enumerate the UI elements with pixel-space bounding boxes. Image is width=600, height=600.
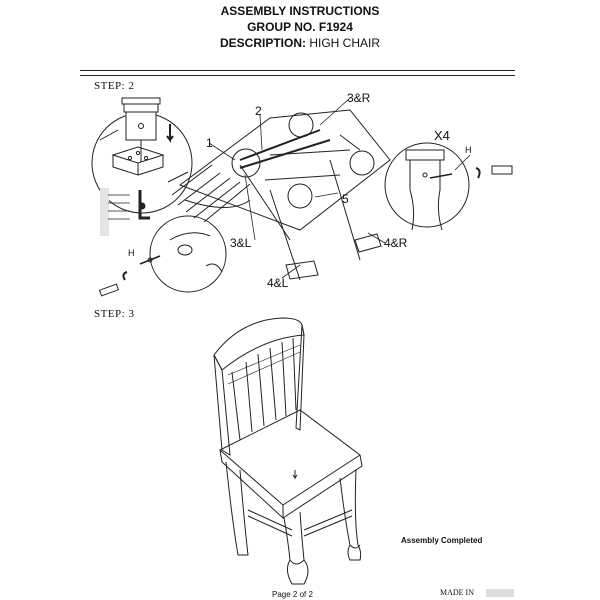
leg-detail-circle	[384, 142, 470, 231]
bracket-detail-circle	[91, 97, 193, 214]
hardware-label-h-left: H	[128, 248, 135, 258]
description-line: DESCRIPTION: HIGH CHAIR	[0, 36, 600, 51]
callout-part-3r: 3&R	[347, 91, 371, 105]
description-value: HIGH CHAIR	[309, 36, 381, 50]
hardware-stack	[100, 188, 150, 236]
redacted-country	[486, 589, 514, 597]
step-3-label: STEP: 3	[94, 308, 135, 320]
page-number: Page 2 of 2	[272, 590, 313, 599]
chair-frame	[171, 109, 391, 281]
callout-part-1: 1	[206, 136, 213, 150]
header-rule-top	[80, 70, 515, 71]
callout-part-2: 2	[255, 104, 262, 118]
assembly-completed-caption: Assembly Completed	[401, 536, 483, 545]
document-title: ASSEMBLY INSTRUCTIONS	[220, 4, 380, 18]
bolt-right	[475, 165, 513, 179]
callout-part-4l: 4&L	[267, 276, 289, 290]
callout-part-5: 5	[342, 192, 349, 206]
group-number: GROUP NO. F1924	[247, 20, 353, 34]
bolt-left	[98, 255, 161, 297]
quantity-x4: X4	[434, 128, 450, 143]
step-2-label: STEP: 2	[94, 80, 135, 92]
header-rule-bottom	[80, 75, 515, 76]
callout-part-3l: 3&L	[230, 236, 252, 250]
description-label: DESCRIPTION:	[219, 36, 306, 50]
hole-detail-circle	[149, 215, 227, 293]
made-in-label: MADE IN	[440, 588, 474, 597]
callout-part-4r: 4&R	[384, 236, 408, 250]
hardware-label-h-right: H	[465, 145, 472, 155]
